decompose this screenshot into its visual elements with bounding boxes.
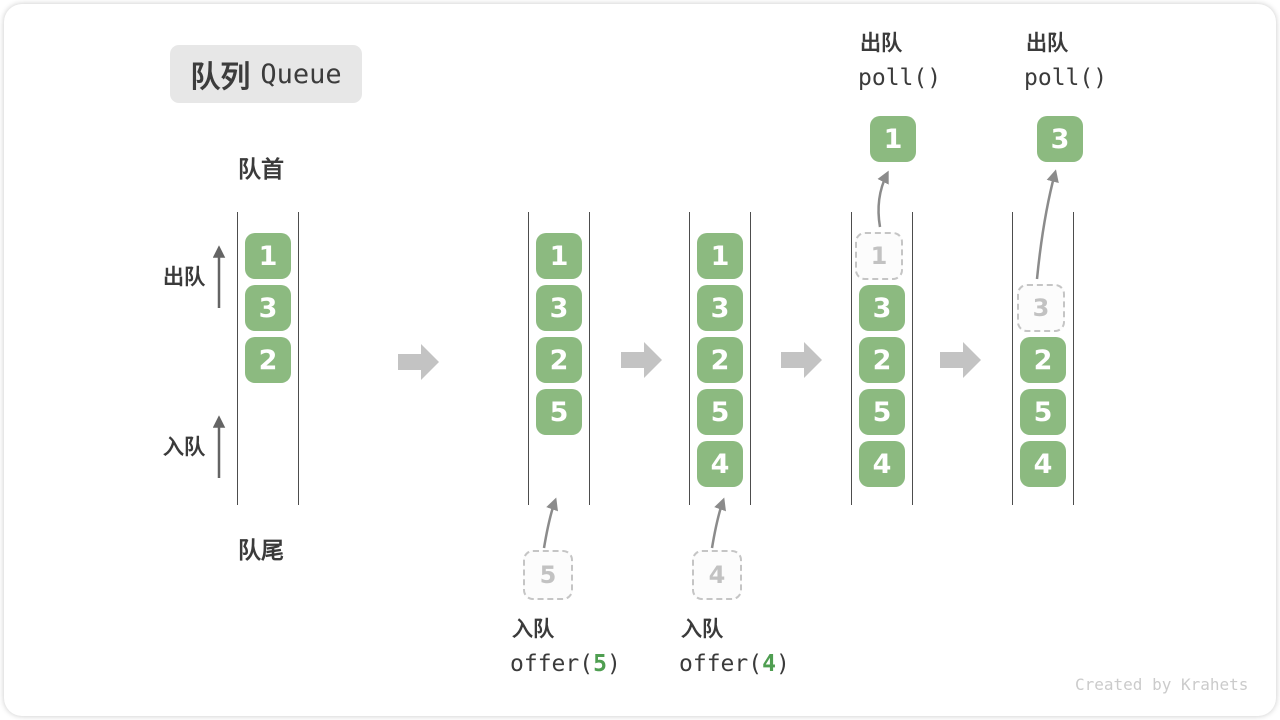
diagram-canvas — [4, 4, 1276, 716]
op-arg: 5 — [593, 651, 607, 677]
title-en: Queue — [260, 58, 342, 90]
queue-item: 4 — [697, 441, 743, 487]
pending-item: 4 — [692, 550, 742, 600]
queue-item: 3 — [859, 285, 905, 331]
queue-item: 5 — [1020, 389, 1066, 435]
queue-item: 2 — [859, 337, 905, 383]
queue-item: 5 — [859, 389, 905, 435]
label-dequeue-side: 出队 — [163, 265, 205, 289]
pending-item: 5 — [523, 550, 573, 600]
queue-item: 1 — [697, 233, 743, 279]
enqueue-op-label: 入队 — [512, 617, 554, 641]
removed-item: 1 — [855, 232, 903, 280]
queue-item: 2 — [536, 337, 582, 383]
dequeue-op-label: 出队 — [1026, 31, 1068, 55]
title-zh: 队列 — [190, 60, 251, 95]
queue-item: 2 — [697, 337, 743, 383]
dequeued-item: 3 — [1037, 116, 1083, 162]
label-queue-front: 队首 — [238, 157, 284, 183]
enqueue-op-label: 入队 — [681, 617, 723, 641]
dequeue-op-code: poll() — [858, 65, 942, 91]
queue-item: 3 — [697, 285, 743, 331]
enqueue-op-code: offer(4) — [679, 651, 790, 677]
queue-item: 2 — [245, 337, 291, 383]
removed-item: 3 — [1017, 284, 1065, 332]
op-arg: 4 — [762, 651, 776, 677]
queue-item: 1 — [245, 233, 291, 279]
queue-channel-2 — [528, 212, 590, 505]
label-queue-rear: 队尾 — [238, 538, 284, 564]
queue-channel-4 — [851, 212, 913, 505]
queue-item: 5 — [536, 389, 582, 435]
title-badge: 队列 Queue — [170, 45, 362, 103]
queue-channel-3 — [689, 212, 751, 505]
dequeued-item: 1 — [870, 116, 916, 162]
queue-item: 3 — [536, 285, 582, 331]
op-fn: offer( — [510, 651, 594, 677]
queue-item: 4 — [859, 441, 905, 487]
queue-channel-1 — [237, 212, 299, 505]
dequeue-op-label: 出队 — [860, 31, 902, 55]
op-close: ) — [606, 651, 621, 677]
enqueue-op-code: offer(5) — [510, 651, 621, 677]
queue-channel-5 — [1012, 212, 1074, 505]
queue-item: 5 — [697, 389, 743, 435]
watermark: Created by Krahets — [1075, 675, 1249, 694]
op-close: ) — [775, 651, 790, 677]
queue-item: 3 — [245, 285, 291, 331]
op-fn: offer( — [679, 651, 763, 677]
queue-item: 4 — [1020, 441, 1066, 487]
label-enqueue-side: 入队 — [163, 435, 205, 459]
queue-item: 2 — [1020, 337, 1066, 383]
dequeue-op-code: poll() — [1024, 65, 1108, 91]
queue-item: 1 — [536, 233, 582, 279]
